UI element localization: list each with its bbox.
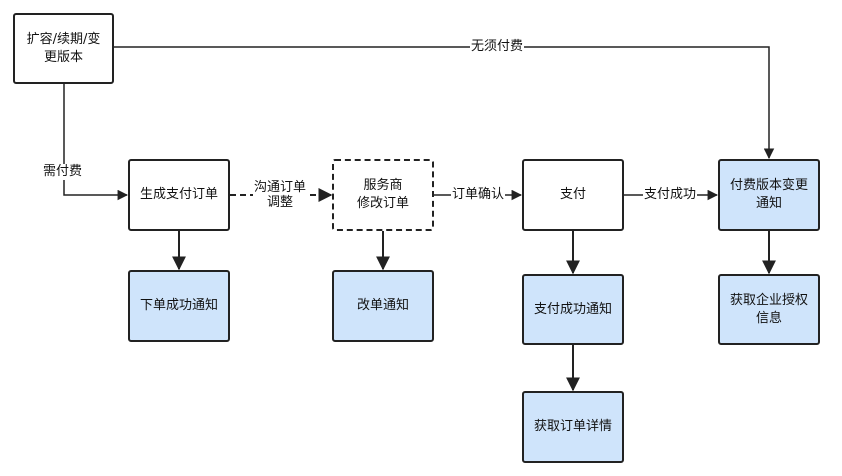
node-gen-order: 生成支付订单 xyxy=(128,159,230,231)
node-pay: 支付 xyxy=(522,159,624,231)
edge-no-pay xyxy=(114,46,775,160)
node-modify-notice: 改单通知 xyxy=(332,270,434,342)
node-get-auth-info: 获取企业授权 信息 xyxy=(718,274,820,345)
edge-label-no-pay: 无须付费 xyxy=(470,39,525,55)
node-provider-modify: 服务商 修改订单 xyxy=(332,159,434,231)
node-start: 扩容/续期/变 更版本 xyxy=(13,13,114,84)
edge-label-need-pay: 需付费 xyxy=(42,164,84,180)
edge-label-negotiate: 沟通订单 调整 xyxy=(253,180,308,210)
node-order-success-notice: 下单成功通知 xyxy=(128,270,230,342)
node-get-order-detail: 获取订单详情 xyxy=(522,391,624,463)
edge-need-pay xyxy=(63,84,129,201)
node-paid-version-notice: 付费版本变更 通知 xyxy=(718,159,820,231)
edge-label-confirm: 订单确认 xyxy=(451,187,506,203)
node-pay-success-notice: 支付成功通知 xyxy=(522,274,624,345)
edge-label-pay-success: 支付成功 xyxy=(643,187,698,203)
